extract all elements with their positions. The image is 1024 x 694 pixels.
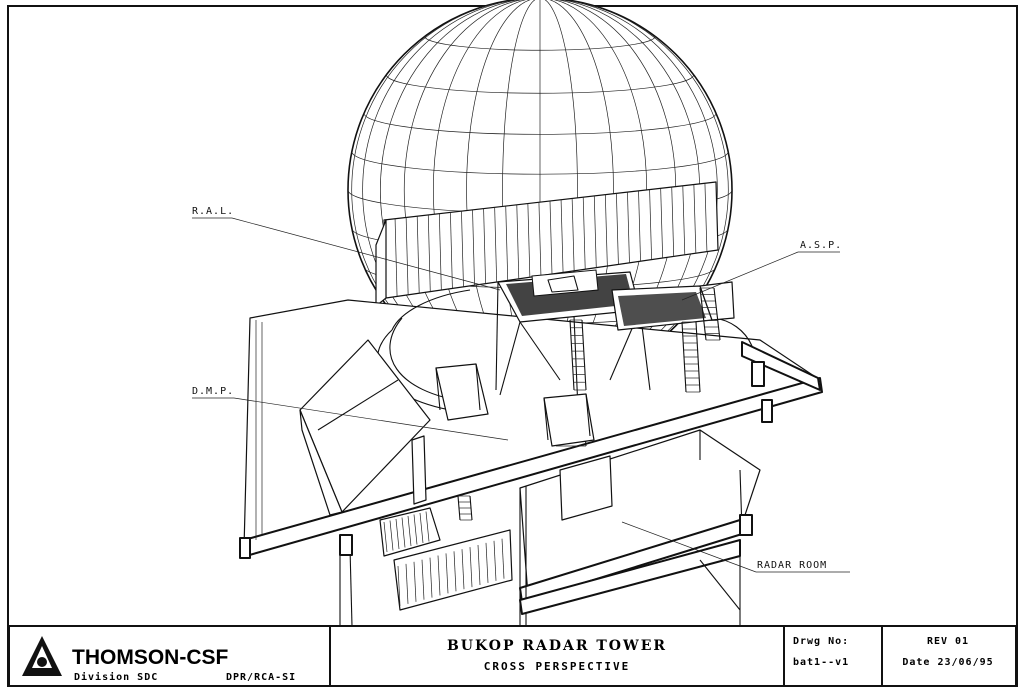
- lower-floors: [239, 361, 773, 627]
- roof-deck: [243, 299, 823, 557]
- antenna-platform: [495, 269, 735, 411]
- drawing-number: bat1--v1: [793, 657, 849, 668]
- callout-dmp: D.M.P.: [192, 386, 234, 397]
- drawing-subtitle: CROSS PERSPECTIVE: [484, 660, 631, 673]
- revision-label: REV 01: [927, 636, 969, 647]
- callout-ral: R.A.L.: [192, 206, 234, 217]
- sloped-ramp: [299, 339, 431, 516]
- date-label: Date 23/06/95: [902, 657, 993, 668]
- title-block: THOMSON-CSF Division SDC DPR/RCA-SI BUKO…: [8, 625, 1017, 687]
- hatch-cages: [435, 363, 595, 447]
- division-label: Division SDC: [74, 671, 158, 683]
- drawing-title: BUKOP RADAR TOWER: [447, 638, 667, 654]
- company-name: THOMSON-CSF: [72, 646, 228, 669]
- department-label: DPR/RCA-SI: [226, 672, 296, 683]
- antenna-reflector: [375, 181, 719, 307]
- thomson-logo-icon: [22, 636, 62, 676]
- callout-radar-room: RADAR ROOM: [757, 560, 827, 571]
- tower-drawing: [192, 0, 850, 627]
- callout-asp: A.S.P.: [800, 240, 842, 251]
- leader-lines: [192, 217, 850, 573]
- drawing-number-label: Drwg No:: [793, 636, 849, 647]
